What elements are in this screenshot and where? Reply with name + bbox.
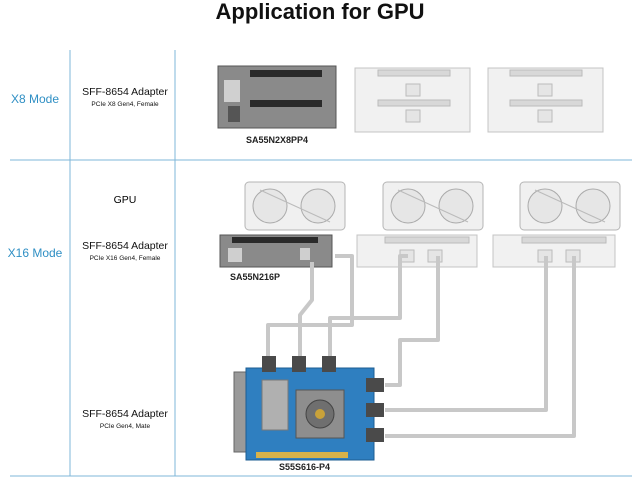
host-adapter-subtitle: PCIe Gen4, Mate: [99, 423, 151, 430]
x8-adapter-light-2: [487, 67, 604, 133]
host-adapter-title: SFF-8654 Adapter: [82, 408, 168, 420]
x16-adapter-light-2: [492, 234, 616, 268]
host-part-number: S55S616-P4: [279, 462, 331, 472]
host-adapter-card: [233, 356, 384, 461]
host-adapter-label: SFF-8654 Adapter PCIe Gen4, Mate: [75, 408, 175, 430]
cable-6: [385, 256, 576, 438]
x8-adapter-light-1: [354, 67, 471, 133]
gpu-card-1: [244, 181, 346, 231]
x8-adapter-dark: [217, 65, 337, 129]
x8-part-number: SA55N2X8PP4: [246, 135, 309, 145]
x16-adapter-label: SFF-8654 Adapter PCIe X16 Gen4, Female: [75, 240, 175, 262]
gpu-label: GPU: [113, 194, 137, 206]
gpu-card-2: [382, 181, 484, 231]
cable-5: [385, 256, 548, 412]
x8-adapter-title: SFF-8654 Adapter: [82, 86, 168, 98]
x8-adapter-label: SFF-8654 Adapter PCIe X8 Gen4, Female: [75, 86, 175, 108]
x16-part-number: SA55N216P: [230, 272, 281, 282]
x8-adapter-subtitle: PCIe X8 Gen4, Female: [91, 101, 159, 108]
cable-2: [266, 254, 354, 356]
x8-mode-label: X8 Mode: [10, 92, 60, 106]
x16-adapter-dark: [219, 234, 333, 268]
x16-adapter-title: SFF-8654 Adapter: [82, 240, 168, 252]
page-title: Application for GPU: [215, 0, 425, 24]
grid-lines: [10, 50, 632, 477]
x16-adapter-subtitle: PCIe X16 Gen4, Female: [89, 255, 161, 262]
cable-3: [328, 254, 408, 356]
cables: [266, 254, 576, 438]
x16-mode-label: X16 Mode: [7, 246, 63, 260]
x16-adapter-light-1: [356, 234, 478, 268]
cable-4: [385, 256, 440, 387]
cable-1: [298, 262, 314, 356]
gpu-card-3: [519, 181, 621, 231]
